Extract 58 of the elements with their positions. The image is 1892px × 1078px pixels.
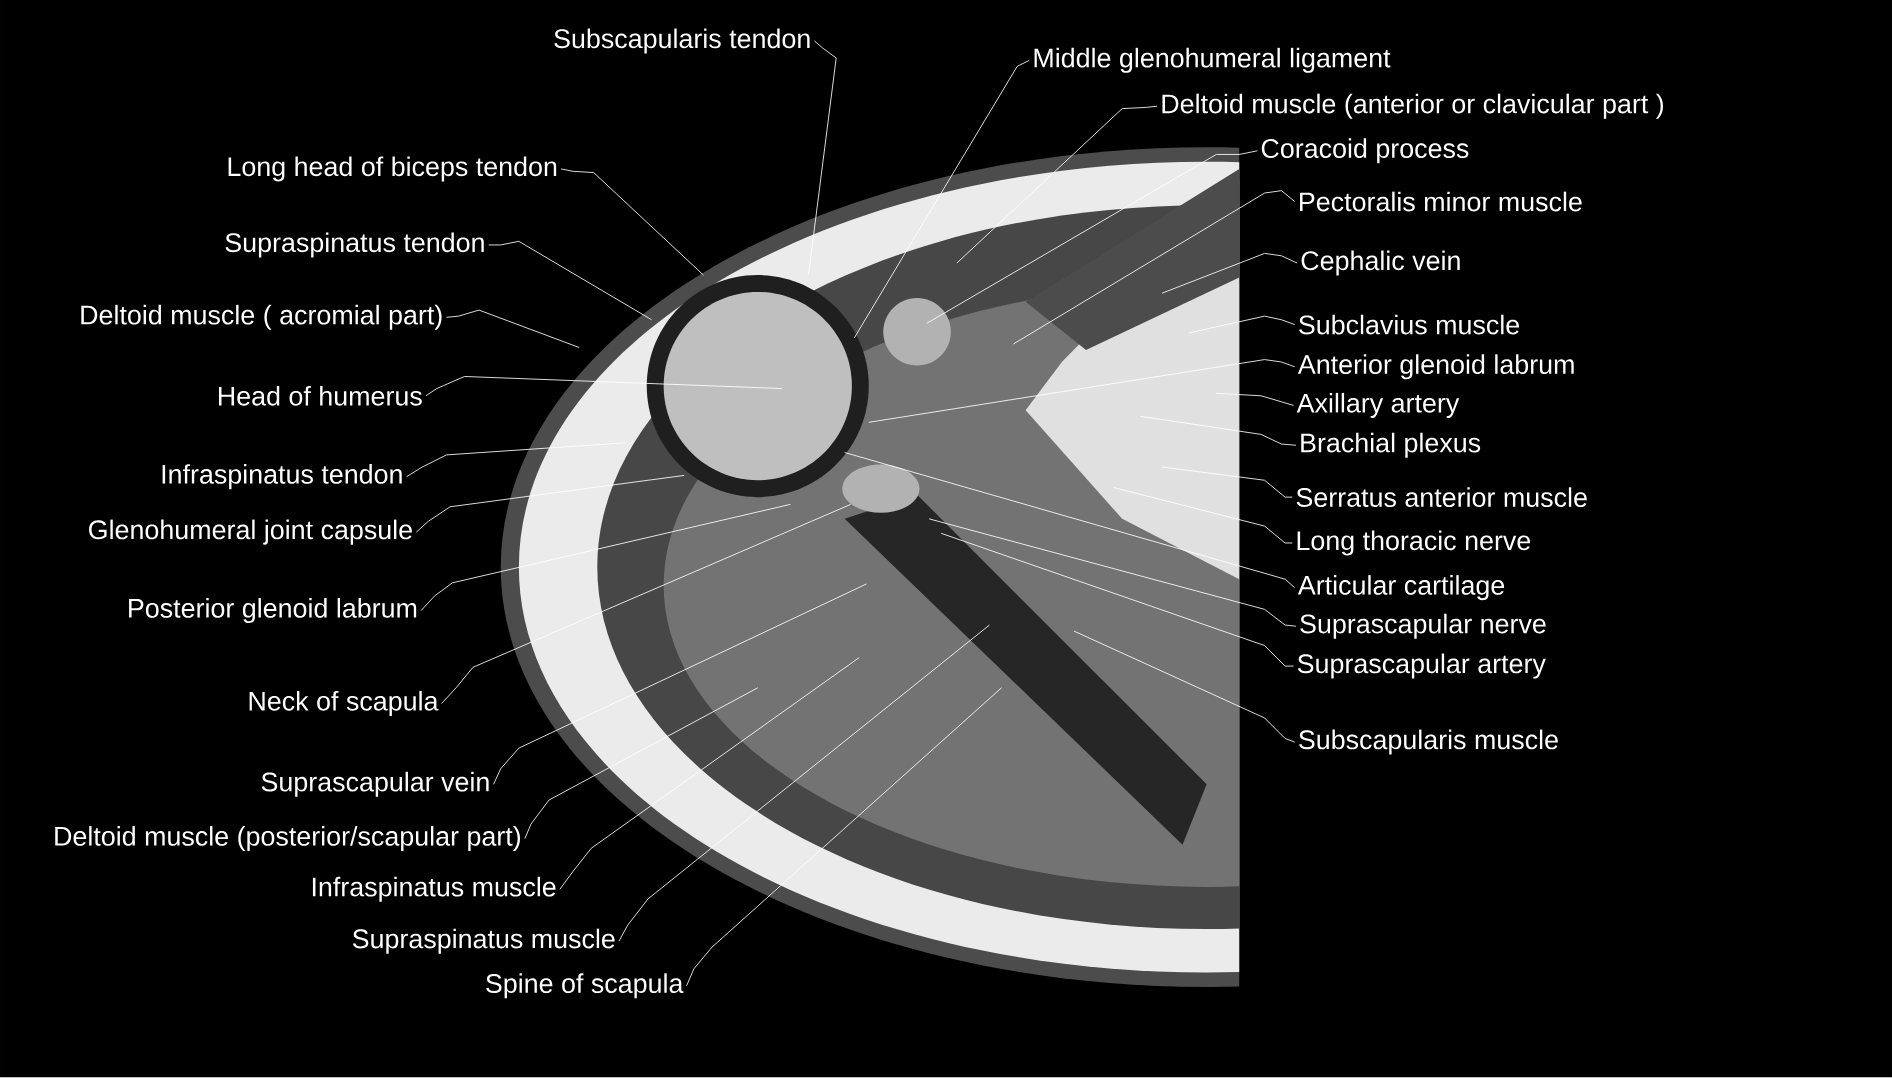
anatomy-label: Glenohumeral joint capsule <box>89 519 412 545</box>
anatomy-label: Deltoid muscle ( acromial part) <box>81 305 442 331</box>
leader-line <box>559 657 860 890</box>
anatomy-label: Long thoracic nerve <box>1297 530 1531 556</box>
anatomy-label: Suprascapular artery <box>1297 653 1546 679</box>
anatomy-label: Deltoid muscle (anterior or clavicular part ) <box>1162 93 1664 119</box>
leader-line <box>618 624 990 942</box>
anatomy-label: Neck of scapula <box>249 691 439 717</box>
leader-line <box>415 475 685 533</box>
anatomy-label: Long head of biceps tendon <box>228 156 557 182</box>
leader-line <box>1215 393 1294 407</box>
leader-line <box>1161 253 1298 294</box>
anatomy-label: Infraspinatus tendon <box>162 464 402 490</box>
leader-line <box>1188 315 1296 334</box>
leader-line <box>956 106 1158 264</box>
leader-line <box>524 687 759 840</box>
anatomy-label: Suprascapular vein <box>261 772 489 798</box>
leader-line <box>1139 416 1297 446</box>
anatomy-label: Coracoid process <box>1261 138 1469 164</box>
leader-line <box>1013 190 1296 345</box>
leader-line <box>425 376 783 397</box>
leader-line <box>844 452 1296 589</box>
leader-line <box>446 309 580 349</box>
anatomy-label: Supraspinatus muscle <box>352 928 615 954</box>
anatomy-label: Head of humerus <box>219 386 422 406</box>
anatomy-label: Serratus anterior muscle <box>1296 487 1587 508</box>
leader-line <box>928 518 1297 627</box>
anatomy-label: Subscapularis muscle <box>1299 729 1558 755</box>
leader-line <box>441 504 852 705</box>
anatomy-label: Axillary artery <box>1296 393 1460 419</box>
leader-line <box>1073 630 1296 743</box>
leader-line <box>868 359 1296 423</box>
anatomy-label: Spine of scapula <box>486 973 684 999</box>
leader-line <box>686 687 1002 987</box>
leader-line <box>406 442 626 478</box>
anatomy-label: Subclavius muscle <box>1299 314 1519 335</box>
leader-line <box>488 241 652 321</box>
leader-line <box>420 504 791 612</box>
anatomy-label: Deltoid muscle (posterior/scapular part) <box>55 826 520 852</box>
leader-line <box>560 168 704 276</box>
leader-line <box>1161 466 1293 498</box>
anatomy-label: Anterior glenoid labrum <box>1297 354 1574 380</box>
anatomy-label: Articular cartilage <box>1297 575 1505 601</box>
anatomy-label: Subscapularis tendon <box>554 28 810 54</box>
anatomy-label: Middle glenohumeral ligament <box>1034 48 1391 74</box>
leader-line <box>493 583 867 785</box>
leader-line <box>808 40 837 276</box>
anatomy-label: Supraspinatus tendon <box>225 232 484 258</box>
anatomy-label: Posterior glenoid labrum <box>129 598 417 624</box>
leader-line <box>1113 487 1293 544</box>
leader-line <box>940 533 1294 667</box>
anatomy-label: Pectoralis minor muscle <box>1300 191 1582 212</box>
anatomy-label: Brachial plexus <box>1301 432 1481 458</box>
leader-line <box>853 60 1030 339</box>
leader-line <box>926 150 1258 325</box>
anatomy-label: Suprascapular nerve <box>1300 613 1546 639</box>
anatomy-label: Cephalic vein <box>1301 250 1460 276</box>
anatomy-label: Infraspinatus muscle <box>312 877 556 903</box>
